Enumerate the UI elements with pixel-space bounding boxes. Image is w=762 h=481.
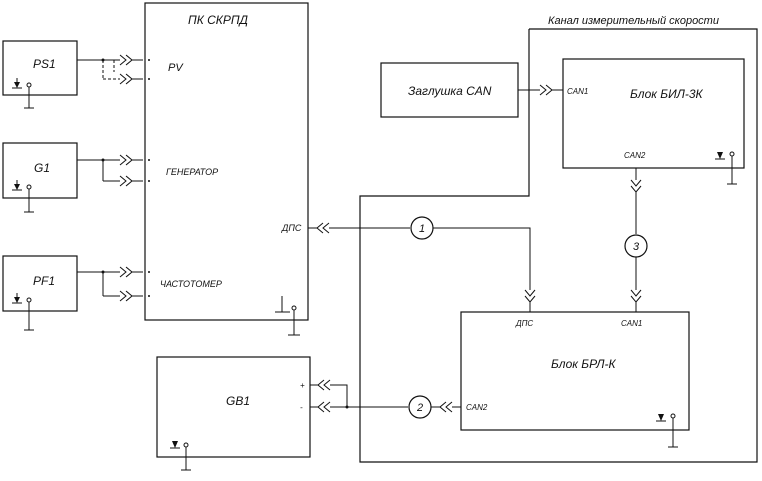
bil-title: Блок БИЛ-3К: [630, 87, 704, 101]
ps1-label: PS1: [33, 57, 56, 71]
device-pf1: PF1: [2, 255, 143, 331]
cable-1-label: 1: [419, 223, 425, 235]
skrpd-port-pv: PV: [168, 62, 184, 74]
cable-1: 1: [308, 216, 536, 312]
bil-block: Блок БИЛ-3К CAN1 CAN2: [562, 58, 745, 185]
device-g1: G1: [2, 142, 143, 213]
gb1-label: GB1: [226, 394, 250, 408]
cable-3-label: 3: [633, 241, 640, 253]
gb1-pin-plus: +: [300, 381, 305, 390]
bil-can2: CAN2: [624, 151, 646, 160]
brl-dps: ДПС: [515, 319, 533, 328]
speed-channel-frame: Канал измерительный скорости: [359, 15, 758, 463]
can-terminator-label: Заглушка CAN: [408, 84, 492, 98]
can-terminator: Заглушка CAN: [380, 62, 563, 118]
brl-block: Блок БРЛ-К ДПС CAN1 CAN2: [460, 311, 690, 448]
skrpd-port-dps: ДПС: [281, 223, 302, 233]
skrpd-title: ПК СКРПД: [188, 13, 249, 27]
cable-2-label: 2: [416, 402, 423, 414]
brl-can1: CAN1: [621, 319, 642, 328]
pf1-label: PF1: [33, 274, 55, 288]
device-gb1: GB1 + -: [156, 356, 408, 471]
cable-2: 2: [408, 395, 461, 419]
bil-can1: CAN1: [567, 87, 588, 96]
speed-channel-title: Канал измерительный скорости: [548, 15, 719, 27]
cable-3: 3: [624, 168, 648, 312]
skrpd-block: ПК СКРПД PV ГЕНЕРАТОР ЧАСТОТОМЕР ДПС: [144, 2, 309, 336]
brl-can2: CAN2: [466, 403, 488, 412]
g1-label: G1: [34, 161, 50, 175]
gb1-pin-minus: -: [300, 403, 303, 412]
skrpd-port-generator: ГЕНЕРАТОР: [166, 167, 218, 177]
brl-title: Блок БРЛ-К: [551, 357, 616, 371]
skrpd-port-freq: ЧАСТОТОМЕР: [160, 279, 222, 289]
device-ps1: PS1: [2, 40, 143, 109]
